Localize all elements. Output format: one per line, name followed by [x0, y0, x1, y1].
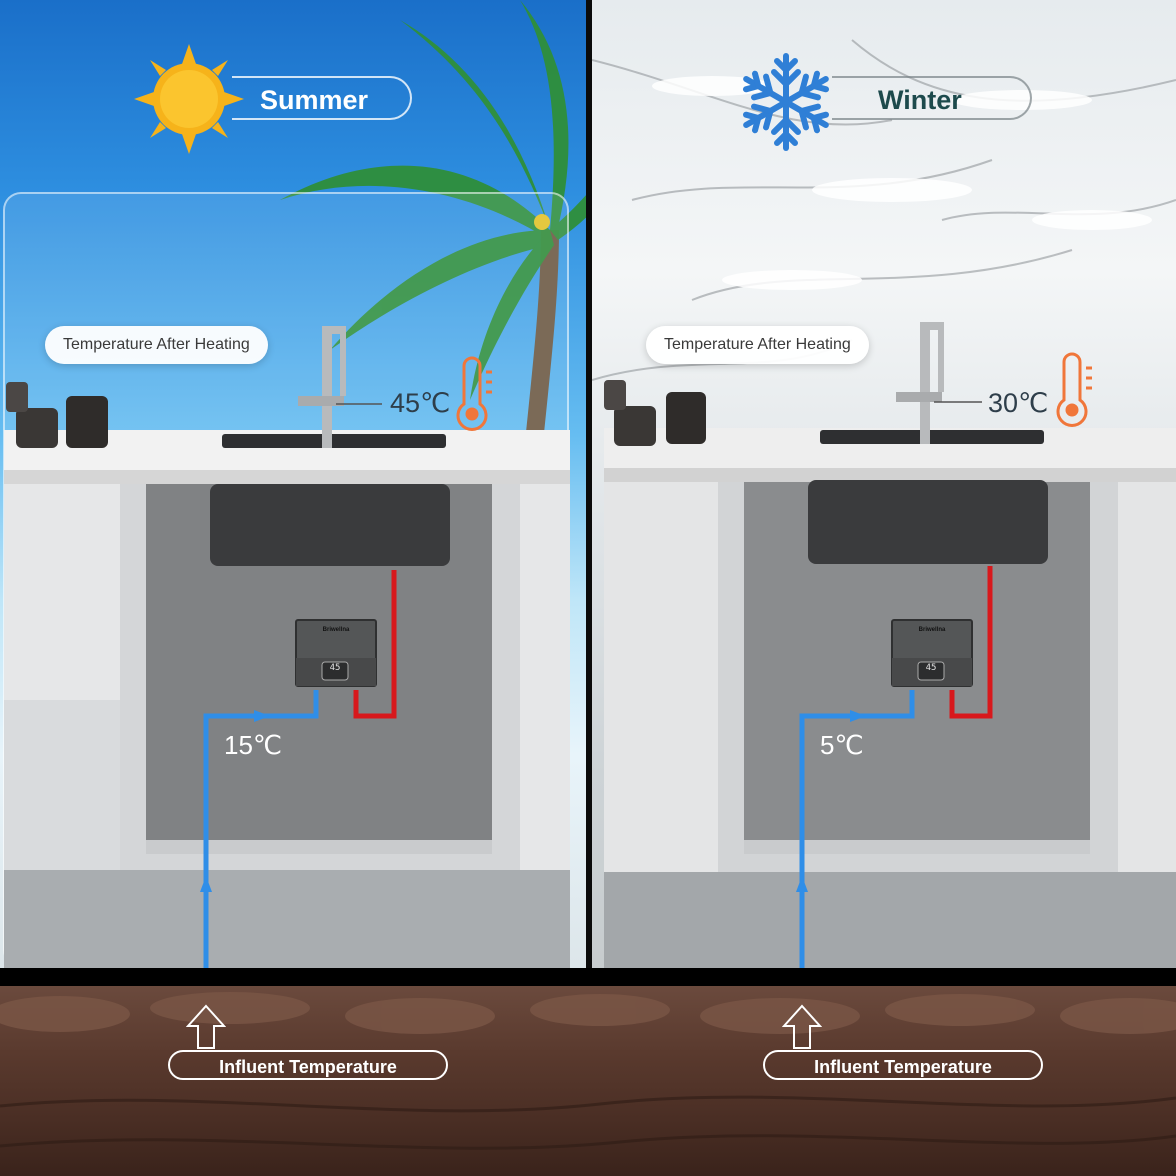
heater-brand: Briwellna [918, 627, 946, 633]
sun-icon [134, 44, 244, 154]
outlet-temperature: 30℃ [988, 388, 1049, 418]
inlet-temperature: 5℃ [820, 730, 864, 760]
season-label-winter: Winter [832, 76, 1032, 120]
up-arrow-icon [186, 1004, 226, 1049]
kitchen-scene [604, 322, 1176, 968]
snowy-branches-illustration [592, 39, 1176, 381]
heater-display: 45 [925, 663, 937, 673]
season-label-summer: Summer [232, 76, 412, 120]
heater-display: 45 [329, 663, 341, 673]
snowflake-icon [738, 53, 834, 154]
influent-temperature-label: Influent Temperature [763, 1050, 1043, 1080]
influent-temperature-label: Influent Temperature [168, 1050, 448, 1080]
up-arrow-icon [782, 1004, 822, 1049]
panel-divider [586, 0, 592, 968]
winter-panel: Winter Temperature After Heating [592, 0, 1176, 968]
kitchen-scene [4, 326, 570, 968]
after-heating-label: Temperature After Heating [646, 326, 869, 364]
after-heating-label: Temperature After Heating [45, 326, 268, 364]
soil-ground [0, 986, 1176, 1176]
heater-brand: Briwellna [322, 627, 350, 633]
outlet-temperature: 45℃ [390, 388, 451, 418]
summer-panel: Summer Temperature After Heating [0, 0, 586, 968]
soil-texture [0, 992, 1176, 1150]
inlet-temperature: 15℃ [224, 730, 283, 760]
